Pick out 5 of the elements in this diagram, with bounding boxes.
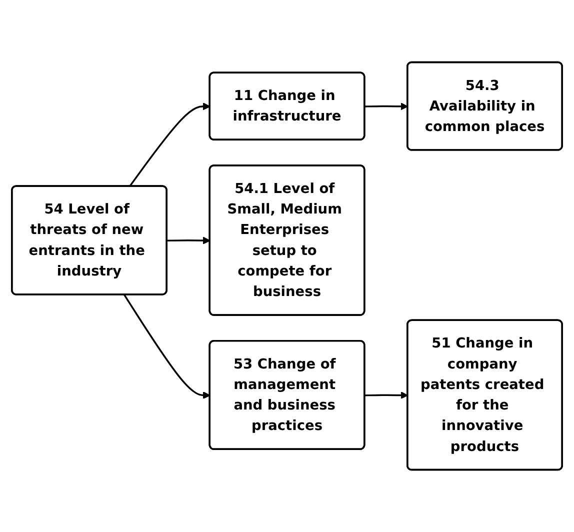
arrow	[364, 391, 408, 400]
arrow	[167, 236, 210, 244]
arrow	[364, 102, 408, 110]
arrow	[124, 294, 210, 400]
arrow	[128, 102, 210, 187]
